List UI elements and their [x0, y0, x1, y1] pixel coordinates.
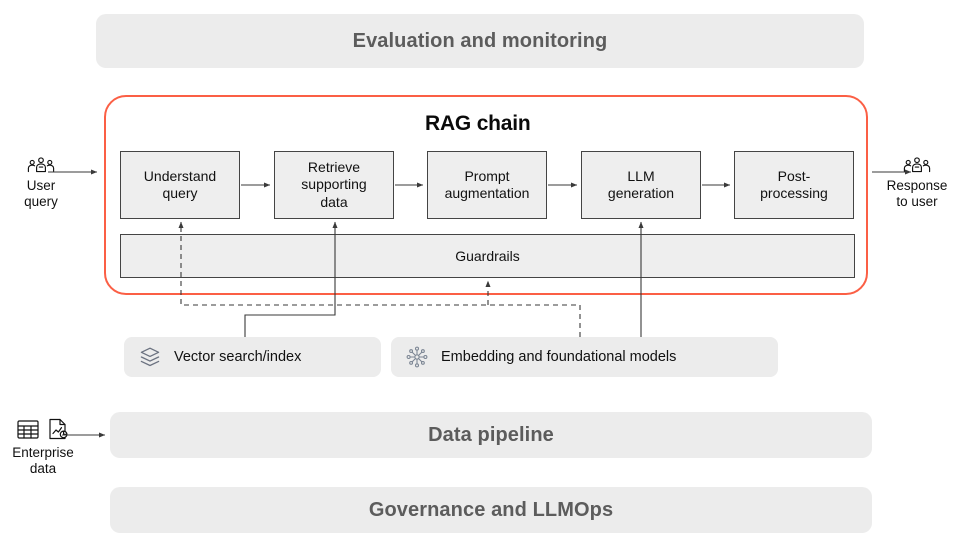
- response-to-user-icons: [880, 155, 954, 175]
- table-grid-icon: [15, 416, 41, 442]
- stage-understand-query: Understand query: [120, 151, 240, 219]
- endpoint-response-to-user: Response to user: [880, 155, 954, 210]
- endpoint-enterprise-line1: Enterprise: [12, 445, 74, 460]
- band-governance-label: Governance and LLMOps: [368, 498, 614, 521]
- endpoint-response-line1: Response: [886, 178, 948, 193]
- user-query-icons: [6, 155, 76, 175]
- band-data-pipeline: Data pipeline: [110, 412, 872, 458]
- endpoint-user-query-line2: query: [24, 194, 58, 210]
- document-chart-icon: [45, 416, 71, 442]
- endpoint-enterprise-line2: data: [29, 461, 57, 477]
- endpoint-user-query-line1: User: [26, 178, 56, 193]
- stage-prompt-line2: augmentation: [444, 185, 530, 201]
- rag-chain-title: RAG chain: [425, 112, 531, 135]
- band-evaluation-label: Evaluation and monitoring: [352, 29, 608, 52]
- card-vector-search-index: Vector search/index: [124, 337, 381, 377]
- band-governance-and-llmops: Governance and LLMOps: [110, 487, 872, 533]
- layers-stack-icon: [138, 345, 162, 369]
- enterprise-data-icons: [0, 416, 86, 442]
- people-group-icon: [902, 155, 932, 175]
- endpoint-response-line2: to user: [896, 194, 938, 210]
- band-evaluation-and-monitoring: Evaluation and monitoring: [96, 14, 864, 68]
- people-group-icon: [26, 155, 56, 175]
- stage-prompt-augmentation: Prompt augmentation: [427, 151, 547, 219]
- card-embedding-and-foundational-models: Embedding and foundational models: [391, 337, 778, 377]
- stage-retrieve-line2: supporting: [301, 176, 367, 193]
- card-vector-search-label: Vector search/index: [174, 349, 302, 365]
- endpoint-enterprise-data: Enterprise data: [0, 416, 86, 477]
- card-models-label: Embedding and foundational models: [441, 349, 677, 365]
- snowflake-network-icon: [405, 345, 429, 369]
- stage-retrieve-line1: Retrieve: [307, 158, 361, 175]
- stage-llm-line2: generation: [607, 185, 675, 201]
- guardrails-label: Guardrails: [455, 248, 520, 264]
- stage-understand-query-line2: query: [162, 185, 198, 201]
- stage-post-line1: Post-: [777, 167, 811, 184]
- stage-llm-generation: LLM generation: [581, 151, 701, 219]
- stage-post-processing: Post- processing: [734, 151, 854, 219]
- stage-understand-query-line1: Understand: [143, 167, 217, 184]
- endpoint-user-query: User query: [6, 155, 76, 210]
- stage-retrieve-supporting-data: Retrieve supporting data: [274, 151, 394, 219]
- stage-prompt-line1: Prompt: [464, 167, 510, 184]
- stage-retrieve-line3: data: [320, 193, 348, 210]
- stage-llm-line1: LLM: [627, 167, 655, 184]
- band-data-pipeline-label: Data pipeline: [428, 423, 554, 446]
- guardrails-bar: Guardrails: [120, 234, 855, 278]
- stage-post-line2: processing: [760, 185, 828, 201]
